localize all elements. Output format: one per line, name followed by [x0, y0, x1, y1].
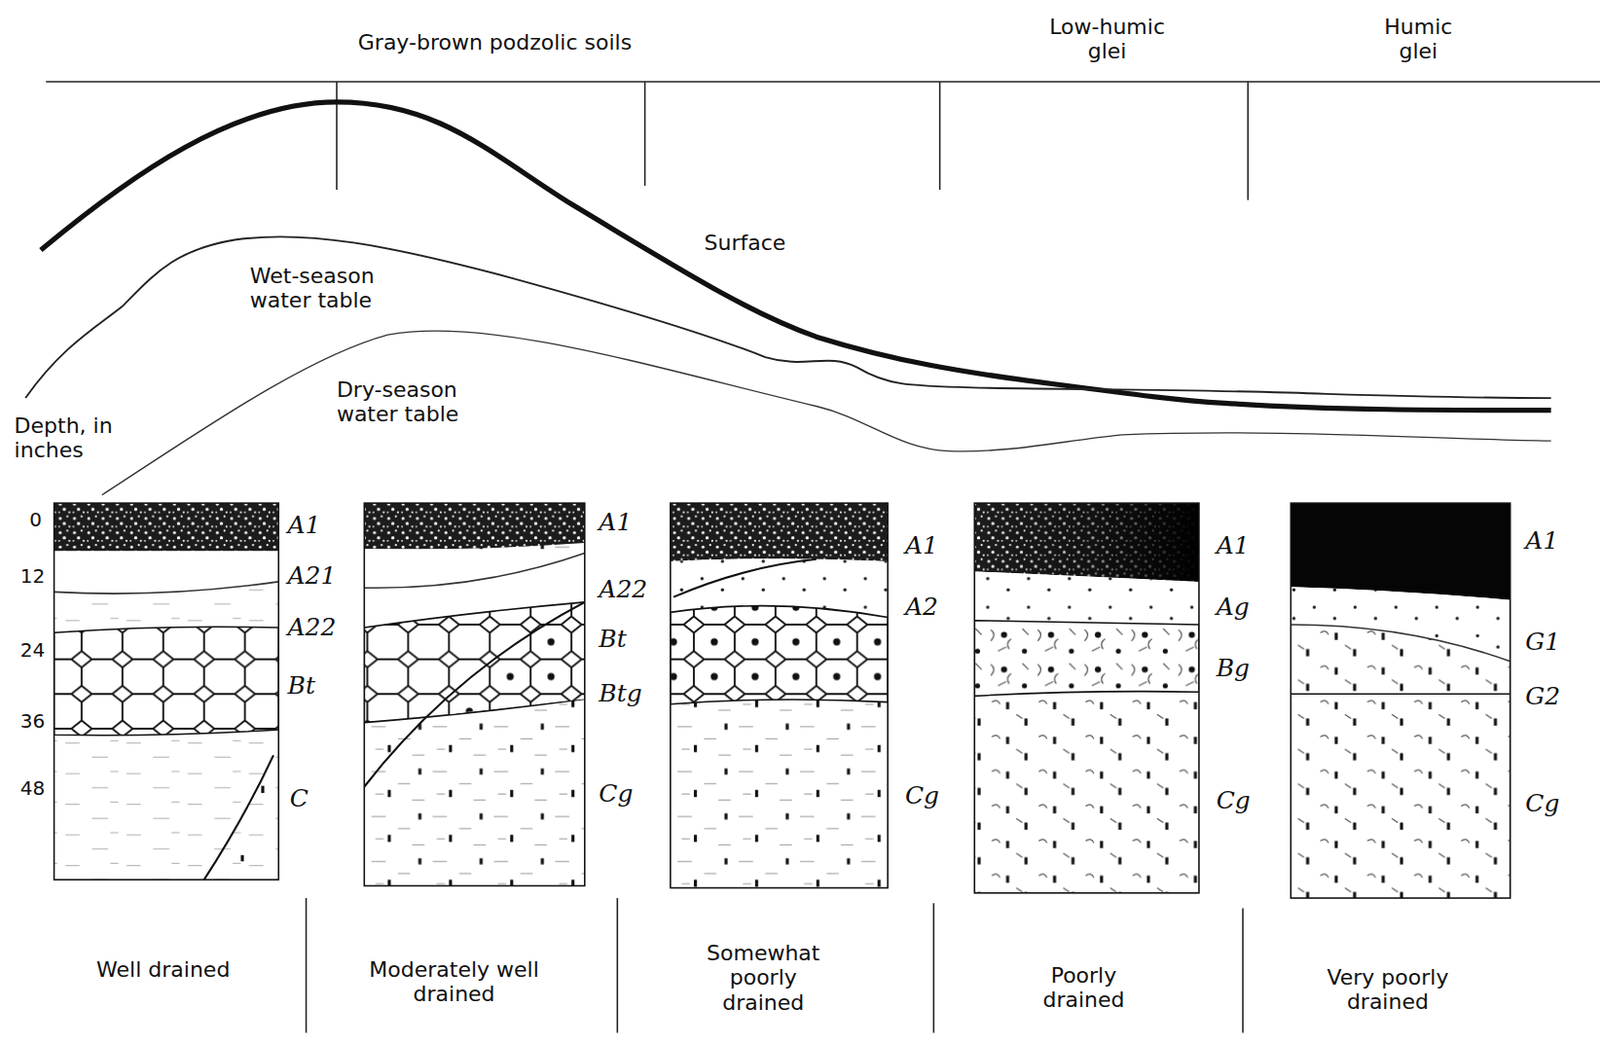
soil-profile: [974, 503, 1200, 894]
horizon-label: A22: [596, 576, 650, 605]
text-label: Dry-season water table: [334, 377, 492, 428]
horizon-label: A2: [903, 593, 941, 622]
horizon-label: A1: [1214, 532, 1252, 561]
dry-water-table: [102, 330, 1552, 496]
horizon-label: Bt: [596, 625, 628, 655]
drainage-class: Very poorly drained: [1314, 965, 1462, 1016]
profile-border: [974, 503, 1200, 894]
horizon-label: A1: [286, 511, 324, 541]
horizon-label: A1: [1523, 527, 1561, 556]
text-label: Wet-season water table: [248, 263, 405, 314]
text-label: Gray-brown podzolic soils: [356, 30, 634, 55]
soil-profile: [1290, 503, 1510, 899]
profile-border: [670, 503, 888, 888]
drainage-class: Moderately well drained: [364, 957, 543, 1008]
header-frame: [45, 81, 1600, 201]
depth-number: 36: [18, 710, 47, 733]
text-label: Humic glei: [1375, 14, 1461, 65]
drainage-class: Well drained: [74, 957, 253, 982]
wet-water-table: [25, 236, 1551, 399]
horizon-label: C: [288, 785, 311, 814]
horizon-label: G1: [1523, 628, 1563, 657]
horizon-label: Cg: [1523, 790, 1562, 819]
depth-number: 12: [18, 565, 47, 588]
horizon-label: Cg: [596, 780, 635, 809]
text-label: Depth, in inches: [12, 413, 135, 464]
profile-border: [54, 503, 280, 880]
drainage-class: Poorly drained: [1022, 963, 1145, 1014]
soil-profile: [363, 503, 584, 886]
horizon-label: A1: [596, 509, 634, 538]
depth-number: 0: [27, 509, 44, 532]
horizon-label: Cg: [1214, 787, 1253, 816]
profile-border: [363, 503, 584, 886]
soil-profile: [54, 503, 280, 880]
horizon-label: Cg: [903, 782, 942, 811]
depth-number: 48: [18, 777, 47, 800]
text-label: Low-humic glei: [1038, 14, 1175, 65]
horizon-label: Bg: [1214, 654, 1252, 684]
horizon-label: Ag: [1214, 593, 1252, 622]
depth-number: 24: [18, 639, 47, 662]
surface-line: [40, 102, 1552, 411]
drainage-class: Somewhat poorly drained: [690, 941, 837, 1016]
drainage-row-dividers: [306, 898, 1243, 1033]
text-label: Surface: [701, 230, 788, 255]
horizon-label: A1: [903, 532, 941, 561]
profile-border: [1290, 503, 1510, 899]
horizon-label: A21: [286, 562, 339, 591]
horizon-label: A22: [286, 614, 339, 643]
horizon-label: Btg: [596, 680, 644, 709]
horizon-label: G2: [1523, 683, 1563, 712]
horizon-label: Bt: [286, 672, 318, 701]
soil-profile: [670, 503, 888, 888]
